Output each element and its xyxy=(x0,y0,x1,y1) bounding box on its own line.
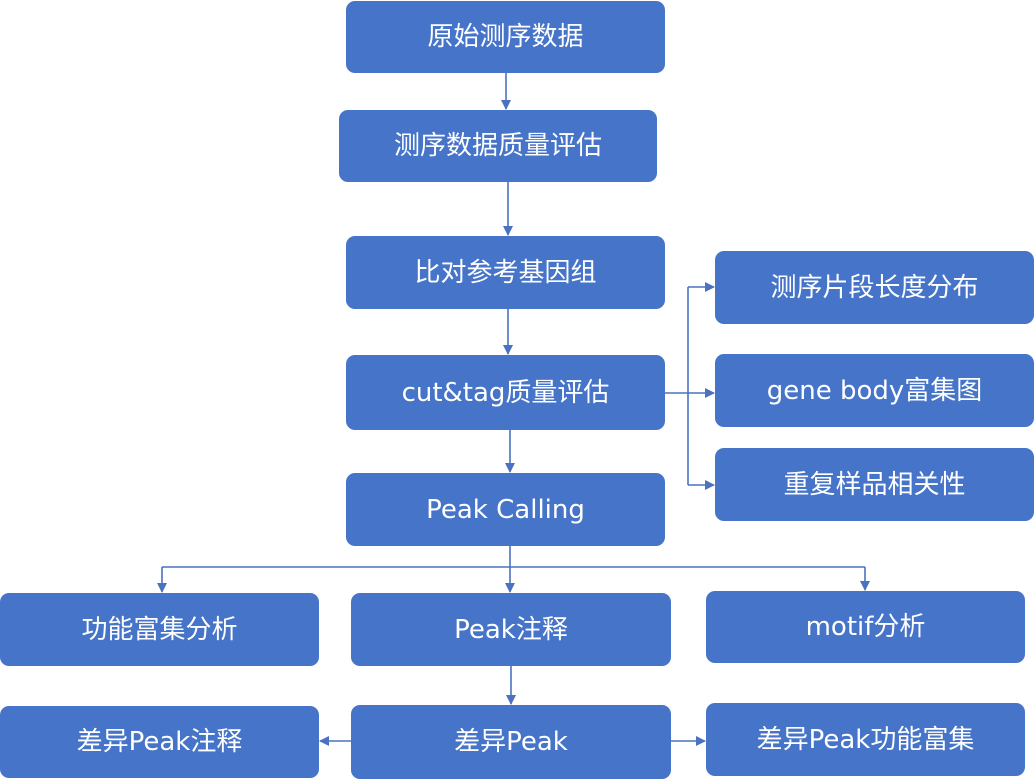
node-qc: 测序数据质量评估 xyxy=(339,110,657,182)
node-cuttag-qc-label: cut&tag质量评估 xyxy=(401,377,610,408)
node-diff-peak: 差异Peak xyxy=(351,705,671,779)
node-motif: motif分析 xyxy=(706,591,1025,663)
node-motif-label: motif分析 xyxy=(805,612,926,642)
node-gene-body-label: gene body富集图 xyxy=(766,375,983,406)
node-peak-calling: Peak Calling xyxy=(346,473,665,546)
node-peak-calling-label: Peak Calling xyxy=(426,494,585,525)
node-fragment-dist-label: 测序片段长度分布 xyxy=(770,272,979,303)
node-peak-anno-label: Peak注释 xyxy=(454,614,568,645)
node-peak-anno: Peak注释 xyxy=(351,593,671,666)
node-func-enrich-label: 功能富集分析 xyxy=(81,614,238,645)
node-raw-data: 原始测序数据 xyxy=(346,1,665,73)
node-func-enrich: 功能富集分析 xyxy=(0,593,319,666)
node-replicate-corr: 重复样品相关性 xyxy=(715,448,1034,521)
node-diff-peak-enrich: 差异Peak功能富集 xyxy=(706,703,1025,776)
node-gene-body: gene body富集图 xyxy=(715,354,1034,427)
node-diff-peak-label: 差异Peak xyxy=(454,727,568,757)
node-diff-peak-anno-label: 差异Peak注释 xyxy=(76,727,243,757)
node-align-label: 比对参考基因组 xyxy=(414,257,597,288)
node-cuttag-qc: cut&tag质量评估 xyxy=(346,355,665,430)
node-replicate-corr-label: 重复样品相关性 xyxy=(783,469,966,500)
node-raw-data-label: 原始测序数据 xyxy=(427,22,584,52)
node-qc-label: 测序数据质量评估 xyxy=(393,131,602,161)
node-align: 比对参考基因组 xyxy=(346,236,665,309)
node-diff-peak-enrich-label: 差异Peak功能富集 xyxy=(756,724,975,755)
node-fragment-dist: 测序片段长度分布 xyxy=(715,251,1034,324)
node-diff-peak-anno: 差异Peak注释 xyxy=(0,706,319,778)
